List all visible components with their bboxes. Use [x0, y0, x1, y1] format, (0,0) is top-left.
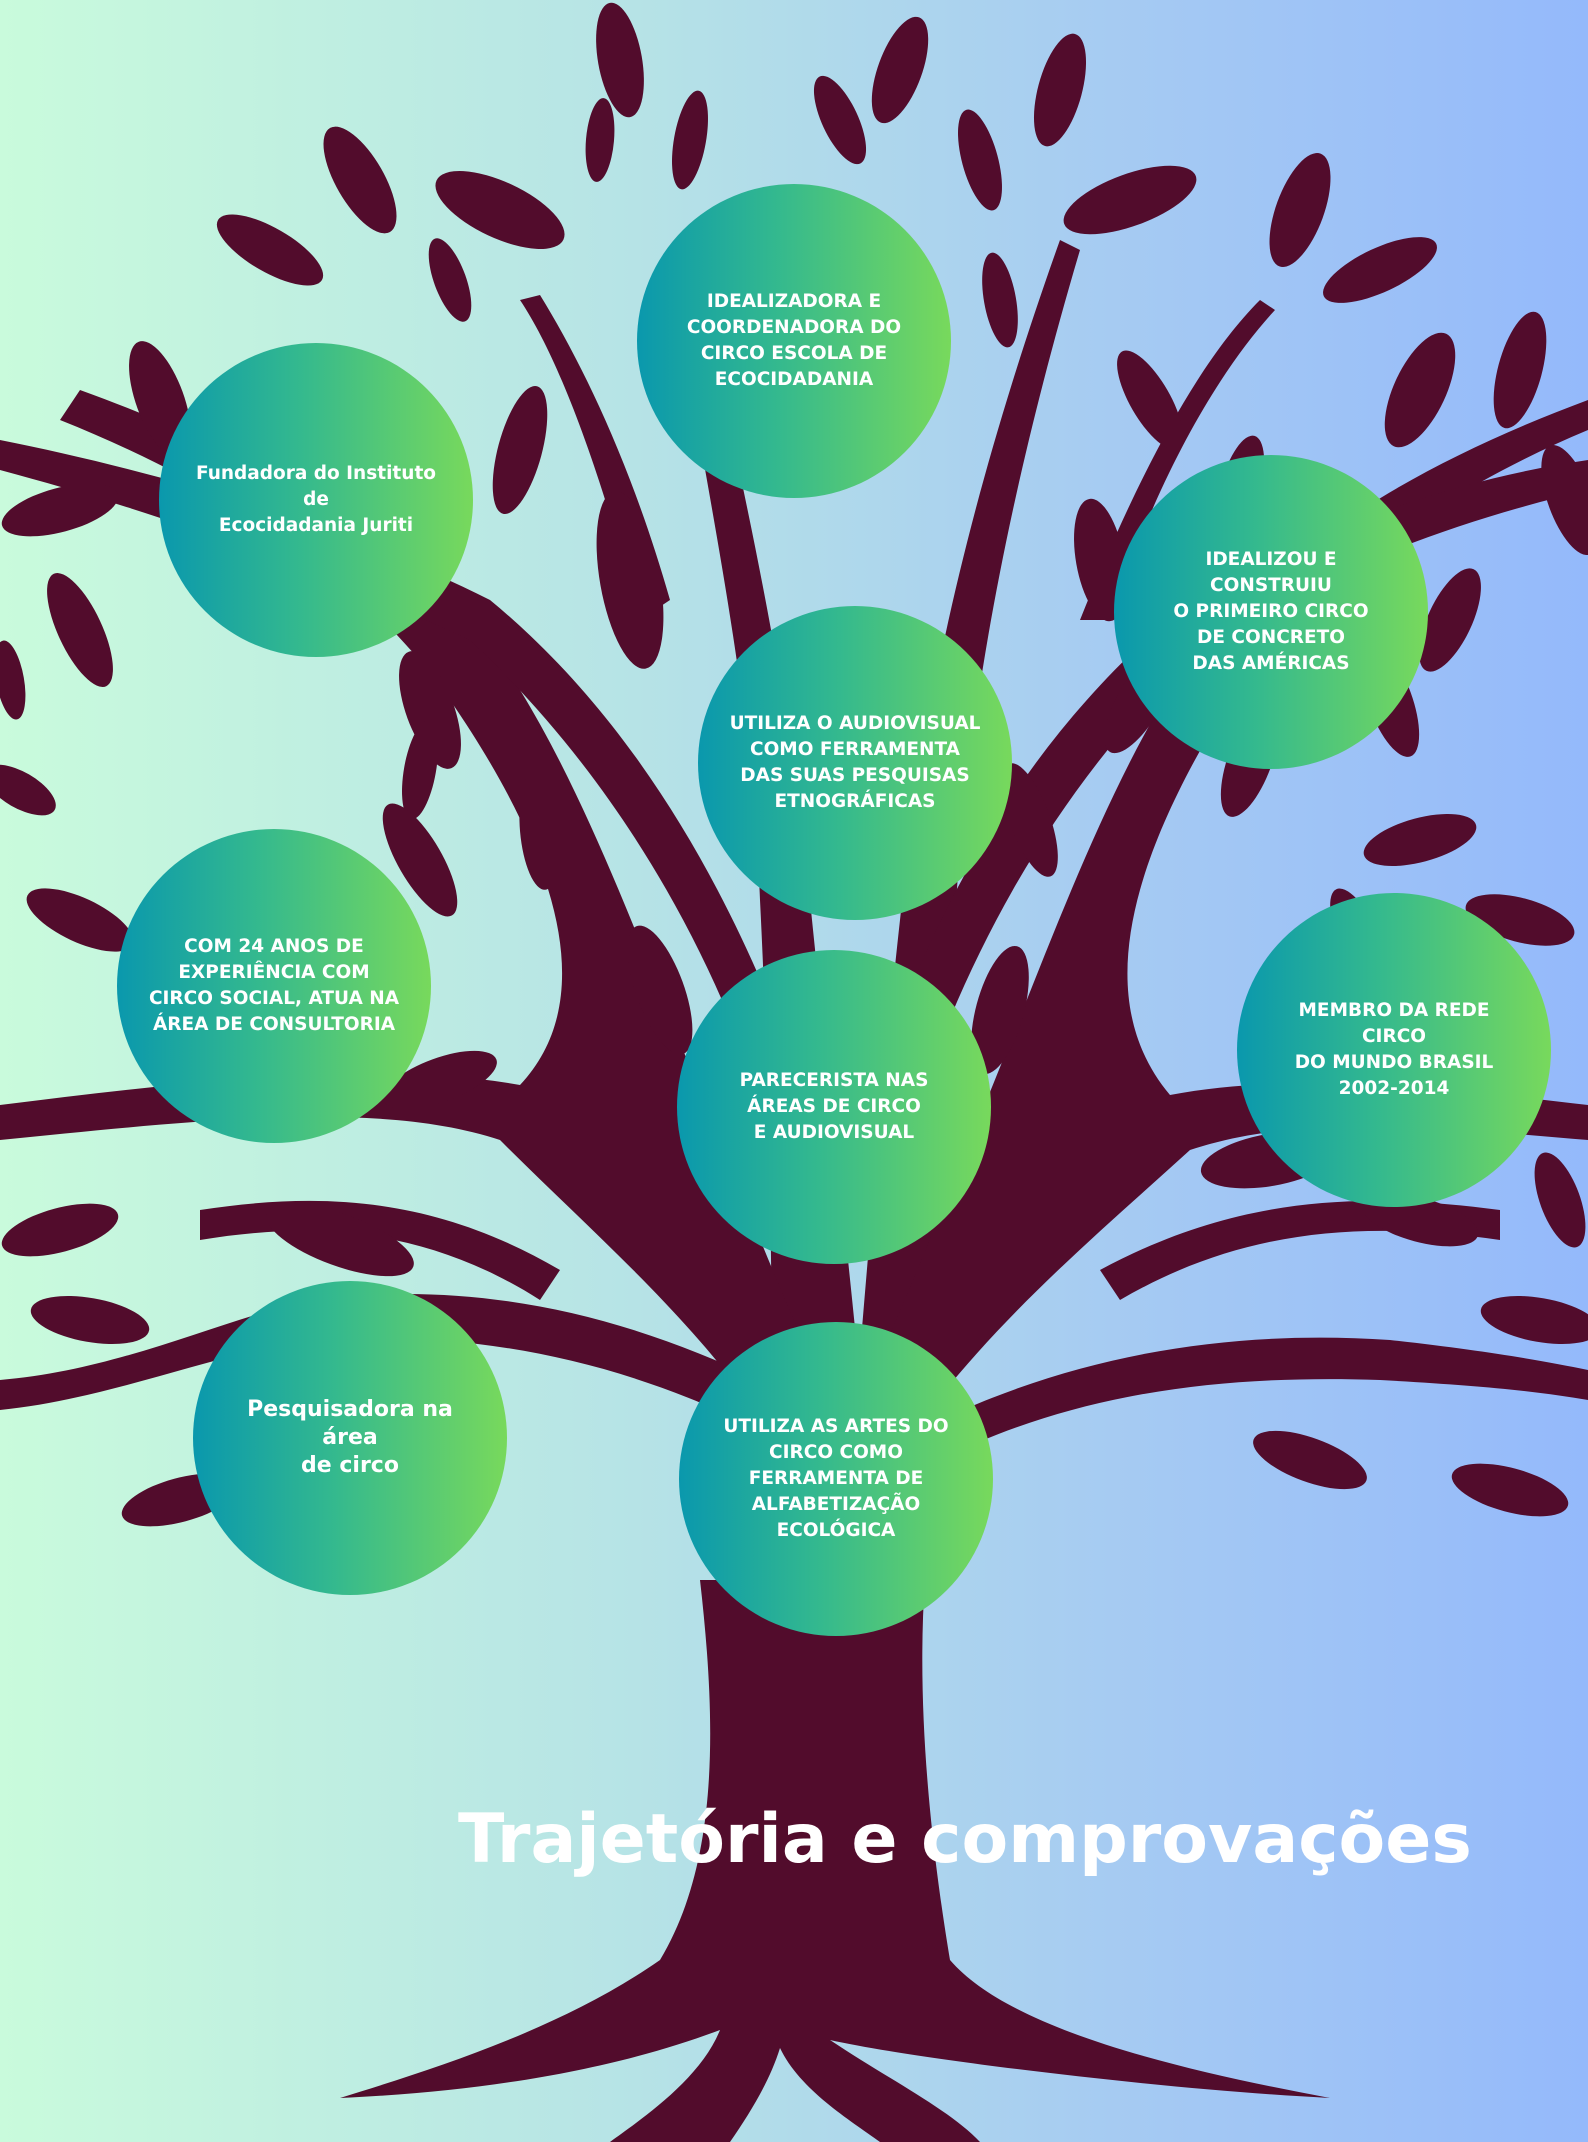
leaf	[1363, 813, 1477, 867]
tree-branch-left-lower	[0, 1294, 780, 1430]
leaf	[266, 1203, 414, 1277]
tree-trunk	[340, 1580, 1330, 2142]
leaf	[383, 1050, 497, 1110]
leaf	[596, 491, 664, 669]
node-membro-text: MEMBRO DA REDE CIRCO DO MUNDO BRASIL 200…	[1294, 1000, 1494, 1099]
leaf	[627, 925, 693, 1055]
node-fundadora-text: Fundadora do Instituto de Ecocidadania J…	[196, 463, 436, 536]
node-parecerista: PARECERISTA NAS ÁREAS DE CIRCO E AUDIOVI…	[677, 950, 991, 1264]
leaf	[1033, 33, 1087, 147]
leaf	[1534, 1152, 1586, 1248]
node-experiencia-text: COM 24 ANOS DE EXPERIÊNCIA COM CIRCO SOC…	[148, 936, 400, 1035]
leaf	[555, 1023, 605, 1137]
leaf	[519, 770, 561, 890]
leaf	[1002, 763, 1058, 877]
node-experiencia: COM 24 ANOS DE EXPERIÊNCIA COM CIRCO SOC…	[117, 829, 431, 1143]
leaf	[382, 803, 458, 917]
leaf	[1117, 350, 1183, 450]
node-parecerista-text: PARECERISTA NAS ÁREAS DE CIRCO E AUDIOVI…	[739, 1070, 929, 1143]
tree-branch-left	[0, 390, 840, 1480]
leaf	[0, 640, 26, 720]
leaf	[1384, 332, 1456, 448]
leaf	[585, 98, 615, 182]
leaf	[958, 109, 1002, 211]
leaf	[435, 171, 565, 249]
leaf	[30, 1295, 150, 1345]
leaf	[672, 90, 708, 190]
node-idealizadora-text: IDEALIZADORA E COORDENADORA DO CIRCO ESC…	[686, 291, 902, 390]
leaf	[1541, 444, 1588, 556]
leaf	[1493, 311, 1547, 429]
leaf	[216, 214, 324, 286]
node-artes: UTILIZA AS ARTES DO CIRCO COMO FERRAMENT…	[679, 1322, 993, 1636]
leaf	[596, 2, 644, 118]
node-artes-text: UTILIZA AS ARTES DO CIRCO COMO FERRAMENT…	[723, 1416, 949, 1541]
leaf	[399, 651, 461, 769]
leaf	[1480, 1295, 1588, 1345]
node-audiovisual-text: UTILIZA O AUDIOVISUAL COMO FERRAMENTA DA…	[729, 713, 981, 812]
node-membro: MEMBRO DA REDE CIRCO DO MUNDO BRASIL 200…	[1237, 893, 1551, 1207]
leaf	[1323, 237, 1437, 303]
page-title: Trajetória e comprovações	[458, 1800, 1472, 1879]
leaf	[47, 573, 113, 687]
leaf	[1451, 1463, 1569, 1517]
leaf	[971, 945, 1029, 1075]
leaf	[1269, 153, 1331, 267]
tree-central-trunk-right	[840, 240, 1080, 1600]
leaf	[0, 764, 56, 816]
node-pesquisadora-text: Pesquisadora na área de circo	[247, 1397, 453, 1478]
tree-branch-right-lower	[920, 1337, 1588, 1460]
node-pesquisadora: Pesquisadora na área de circo	[193, 1281, 507, 1595]
node-fundadora: Fundadora do Instituto de Ecocidadania J…	[159, 343, 473, 657]
node-idealizou: IDEALIZOU E CONSTRUIU O PRIMEIRO CIRCO D…	[1114, 455, 1428, 769]
leaf	[813, 75, 867, 165]
leaf	[982, 252, 1018, 348]
leaf	[428, 238, 472, 322]
leaf	[871, 16, 929, 124]
leaf	[26, 888, 134, 952]
leaf	[492, 385, 548, 515]
leaf	[1253, 1430, 1367, 1490]
leaf	[1, 1203, 119, 1257]
node-idealizadora: IDEALIZADORA E COORDENADORA DO CIRCO ESC…	[637, 184, 951, 498]
tree-branch-right	[850, 400, 1588, 1480]
node-audiovisual: UTILIZA O AUDIOVISUAL COMO FERRAMENTA DA…	[698, 606, 1012, 920]
leaf	[323, 126, 397, 234]
leaf	[1063, 165, 1197, 235]
leaf	[1074, 498, 1126, 622]
leaf	[1, 483, 119, 537]
leaf	[1419, 568, 1481, 672]
node-idealizou-text: IDEALIZOU E CONSTRUIU O PRIMEIRO CIRCO D…	[1173, 549, 1369, 674]
leaf	[402, 720, 438, 820]
